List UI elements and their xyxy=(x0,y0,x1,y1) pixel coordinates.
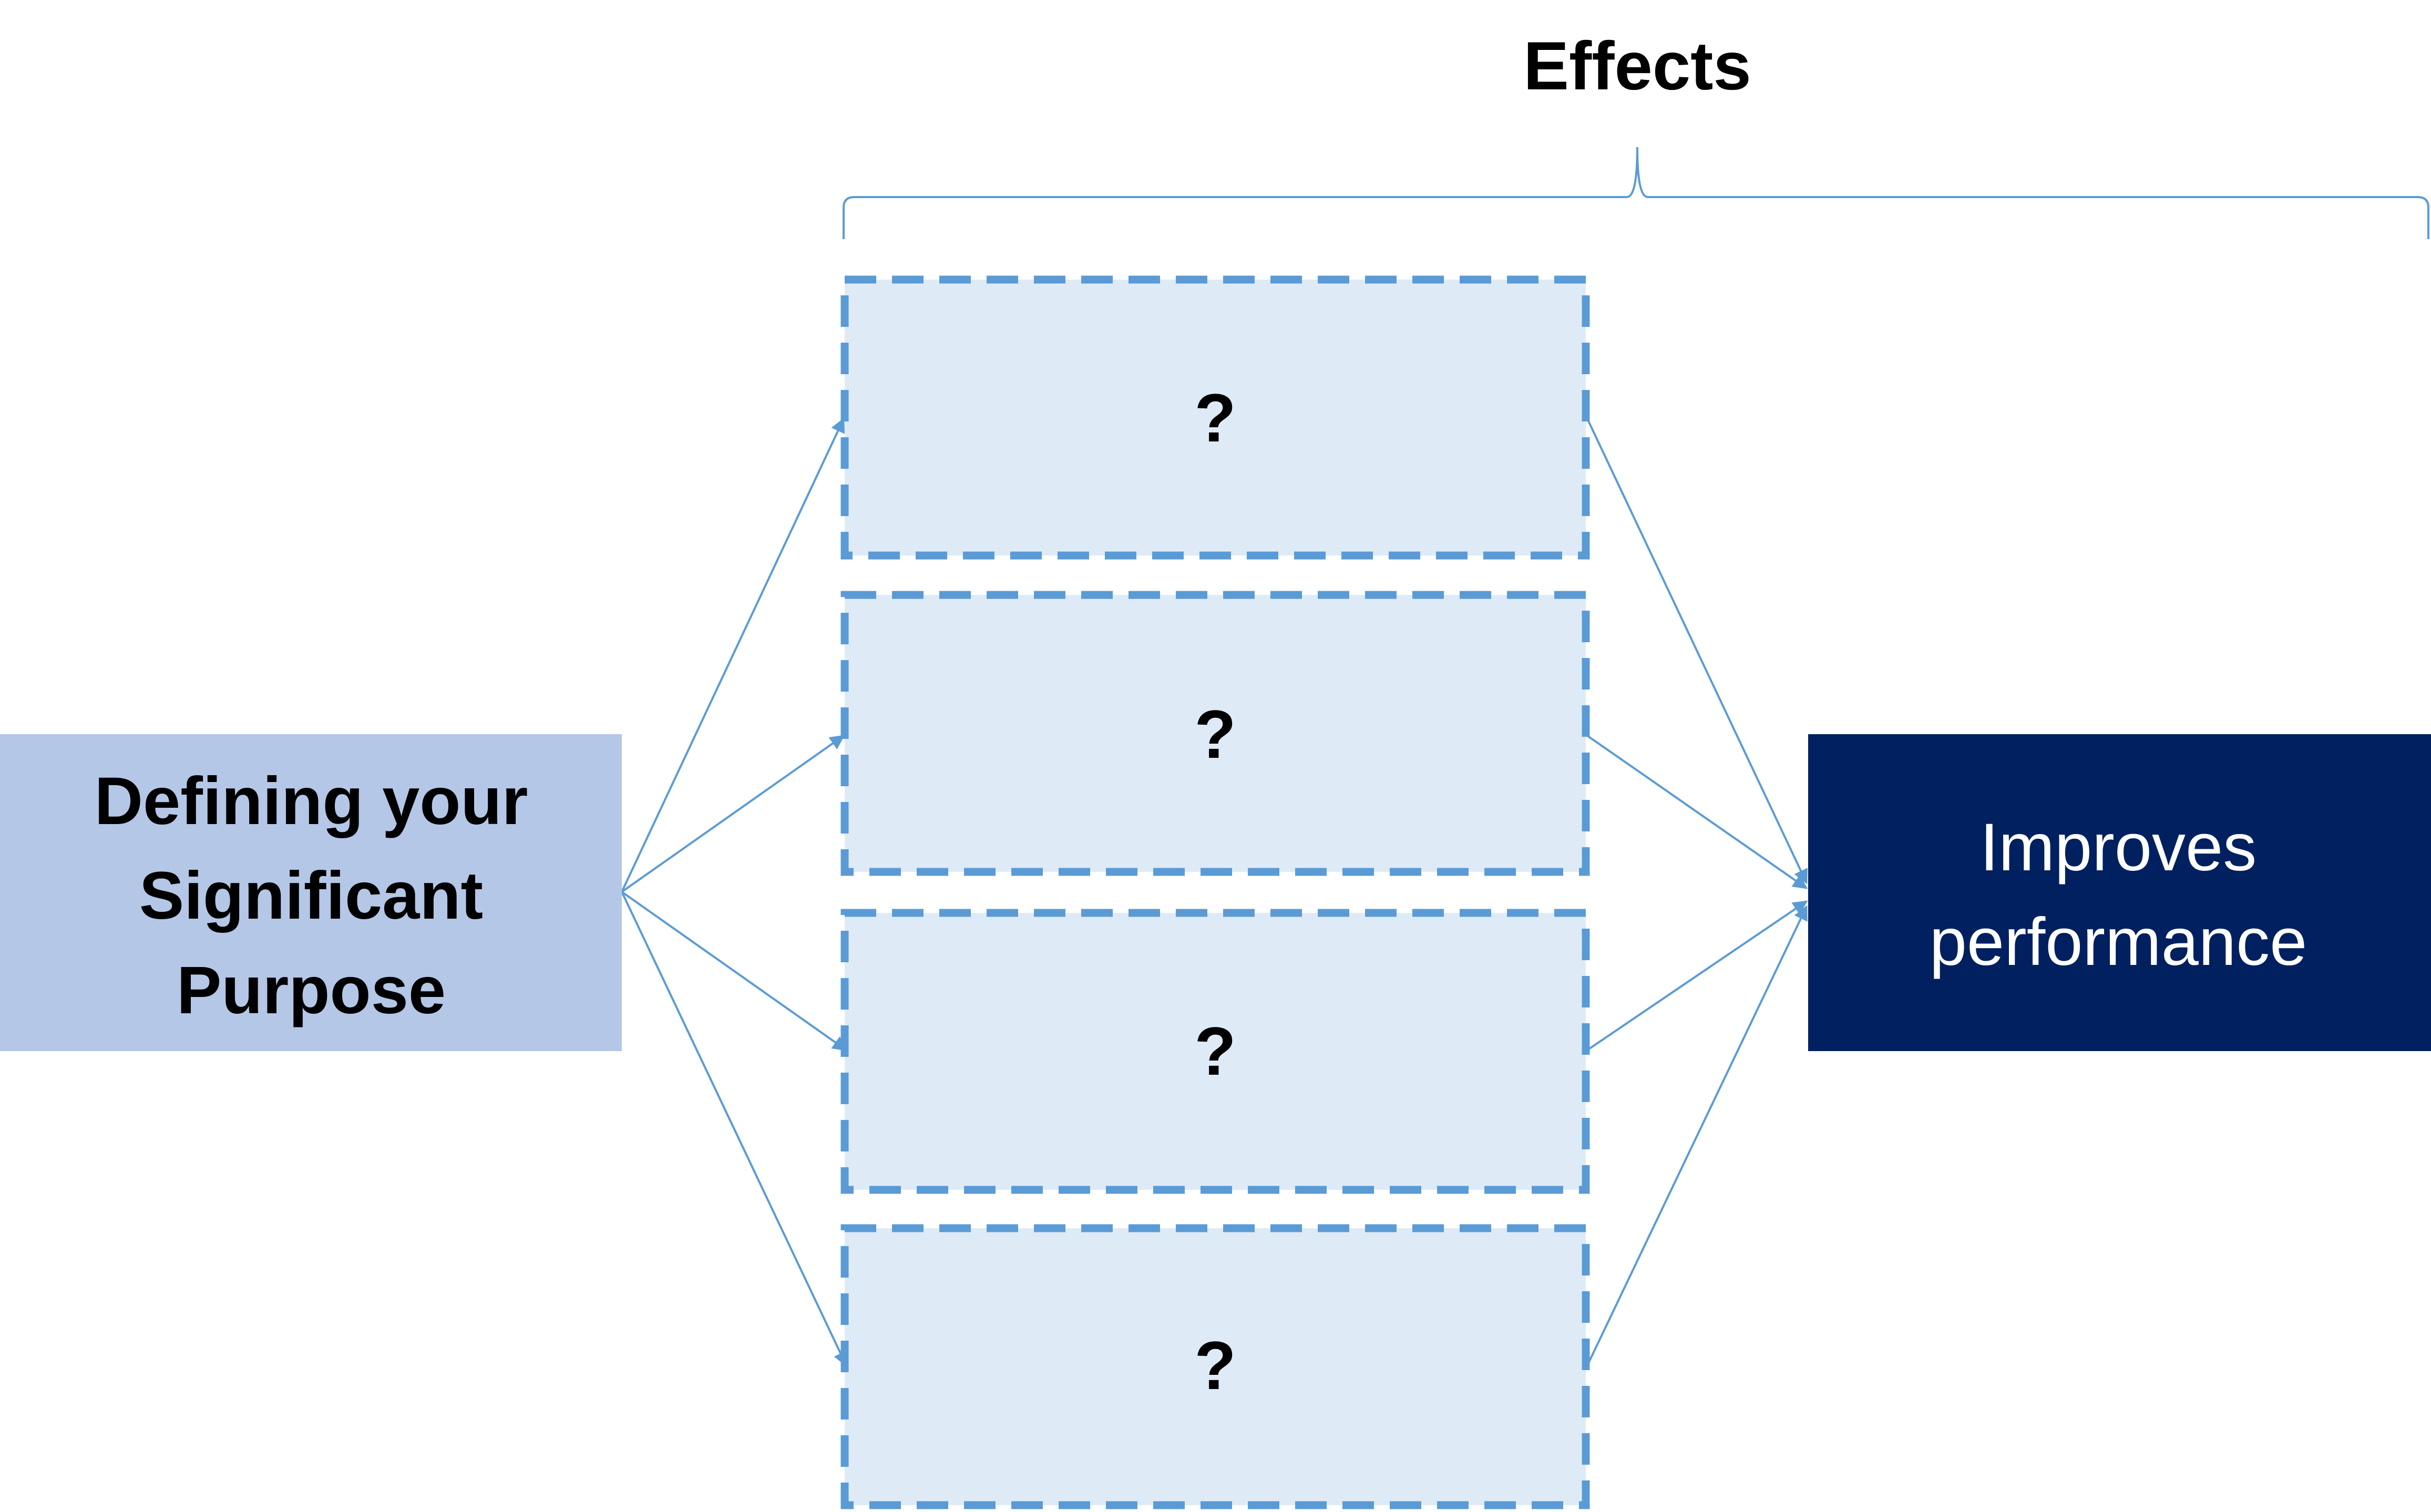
connector-source-to-effect-1 xyxy=(621,417,845,892)
effect-box-4-label: ? xyxy=(1194,1327,1236,1404)
effects-heading: Effects xyxy=(1523,27,1751,104)
source-box: Defining your Significant Purpose xyxy=(0,734,622,1051)
connector-effect-3-to-target xyxy=(1586,900,1808,1051)
effect-box-4-shape xyxy=(840,1224,1590,1509)
target-box-line-1: Improves xyxy=(1980,810,2256,885)
effects-brace xyxy=(843,147,2429,239)
effect-box-2-shape xyxy=(840,591,1590,876)
connector-source-to-effect-2 xyxy=(621,735,845,893)
effect-box-1: ? xyxy=(840,275,1590,560)
target-box-shape xyxy=(1808,734,2431,1051)
target-box: Improves performance xyxy=(1808,734,2431,1051)
source-box-line-1: Defining your xyxy=(95,764,528,839)
effect-box-1-shape xyxy=(840,275,1590,560)
effect-box-3: ? xyxy=(840,909,1590,1194)
target-box-line-2: performance xyxy=(1930,904,2307,980)
target-connectors xyxy=(1586,418,1808,1366)
effect-box-3-label: ? xyxy=(1194,1013,1236,1089)
source-box-line-2: Significant xyxy=(139,858,483,933)
source-connectors xyxy=(621,417,848,1367)
effect-box-2-label: ? xyxy=(1194,696,1236,773)
source-box-shape xyxy=(0,734,622,1051)
source-box-line-3: Purpose xyxy=(177,953,446,1028)
connector-effect-1-to-target xyxy=(1586,418,1808,884)
effect-box-1-label: ? xyxy=(1194,379,1236,456)
connector-effect-2-to-target xyxy=(1586,735,1808,889)
effect-box-2: ? xyxy=(840,591,1590,876)
effect-box-3-shape xyxy=(840,909,1590,1194)
effect-box-4: ? xyxy=(840,1224,1590,1509)
connector-source-to-effect-4 xyxy=(621,891,847,1367)
connector-effect-4-to-target xyxy=(1586,905,1808,1366)
connector-source-to-effect-3 xyxy=(621,891,848,1051)
